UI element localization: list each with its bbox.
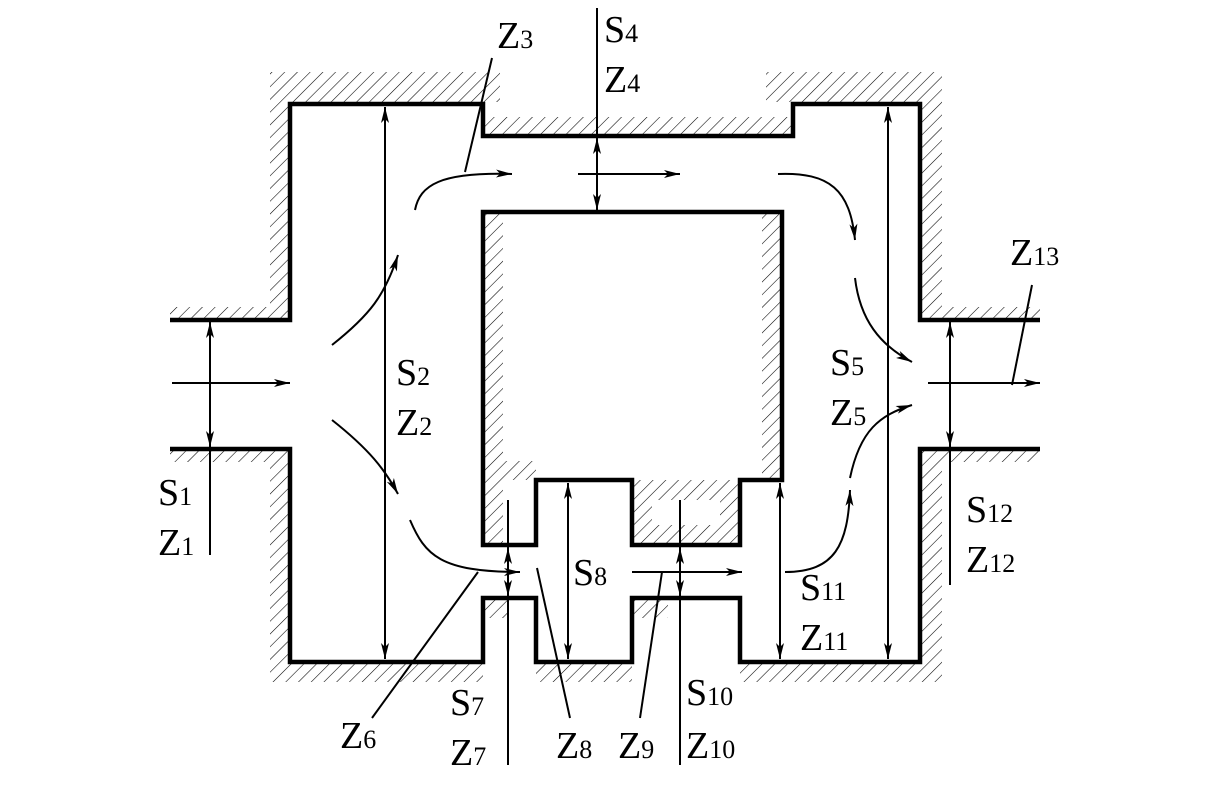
label-z11: Z11: [800, 617, 848, 659]
upper-left-wall: [170, 101, 1040, 323]
label-s4: S4: [604, 9, 638, 51]
label-z3: Z3: [497, 15, 533, 57]
labels: S1 Z1 S2 Z2 Z3 S4 Z4 S5 Z5 Z6 S7 Z7 S8 Z…: [158, 9, 1059, 774]
label-s12: S12: [966, 489, 1013, 531]
flow-bottom-right-turn: [784, 489, 854, 573]
label-z1: Z1: [158, 522, 194, 564]
label-s7: S7: [450, 682, 484, 724]
label-s2: S2: [396, 352, 430, 394]
flow-top-right-turn: [777, 172, 858, 241]
leader-z3: [464, 57, 493, 173]
flow-down-branch: [331, 419, 399, 495]
label-s8: S8: [573, 552, 607, 594]
outer-wall-hatching: [170, 72, 1040, 682]
label-z8: Z8: [556, 725, 592, 767]
flow-top-left-turn: [414, 169, 513, 211]
label-s11: S11: [800, 567, 846, 609]
duct-walls: [170, 101, 1040, 665]
leader-lines: [371, 57, 1033, 719]
label-z5: Z5: [830, 392, 866, 434]
label-z10: Z10: [686, 725, 735, 767]
label-s1: S1: [158, 472, 192, 514]
inner-block-outline: [480, 209, 785, 548]
flow-bottom-left-turn: [409, 519, 521, 576]
leader-z8: [536, 567, 571, 719]
label-z2: Z2: [396, 402, 432, 444]
flow-arrows: [172, 169, 1040, 576]
label-z13: Z13: [1010, 232, 1059, 274]
label-z7: Z7: [450, 732, 486, 774]
leader-z9: [639, 571, 663, 719]
leader-z13: [1011, 284, 1033, 386]
label-s5: S5: [830, 342, 864, 384]
lower-left-wall: [170, 446, 1040, 665]
label-z12: Z12: [966, 539, 1015, 581]
label-z9: Z9: [618, 725, 654, 767]
label-z4: Z4: [604, 59, 640, 101]
flow-up-branch: [331, 254, 399, 346]
label-z6: Z6: [340, 715, 376, 757]
leader-z6: [371, 571, 479, 719]
dimension-lines: [206, 8, 954, 765]
inner-block-hatching: [483, 212, 782, 545]
flow-right-down: [854, 277, 913, 363]
label-s10: S10: [686, 672, 733, 714]
flow-right-up: [849, 404, 913, 479]
